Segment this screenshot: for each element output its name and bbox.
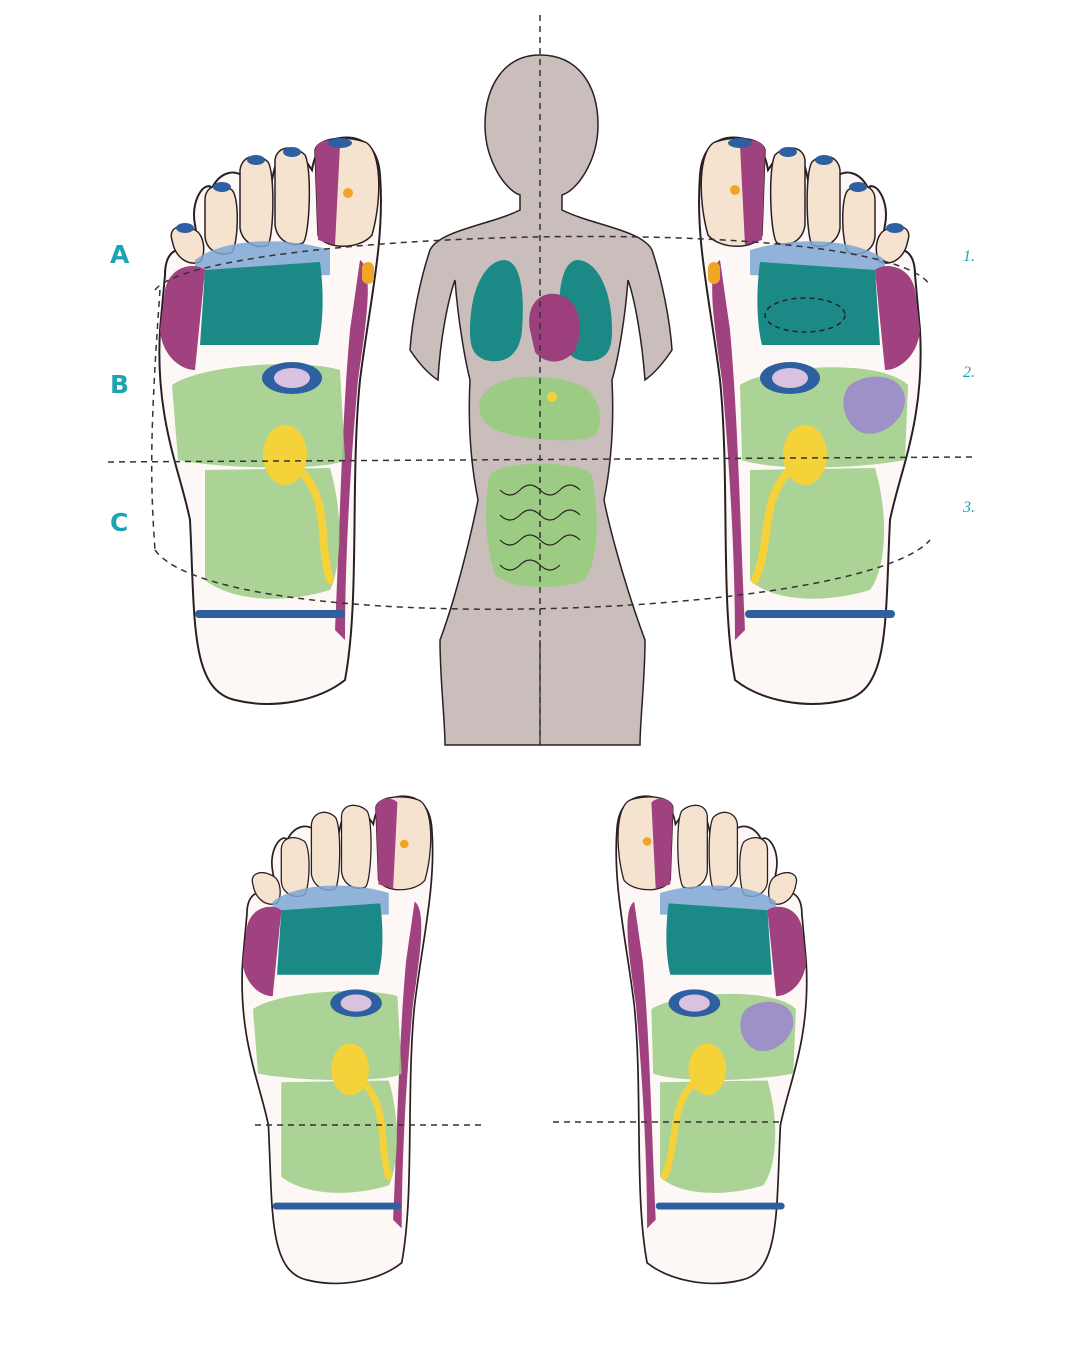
left-foot-sole-bottom [241,795,434,1285]
zone-number-1: 1. [963,248,975,265]
zone-label-a: A [110,240,130,269]
body-silhouette [409,54,673,746]
bottom-guide-lines [255,1121,783,1126]
zone-label-b: B [110,370,130,399]
right-foot-sole-top [698,136,922,705]
zone-number-2: 2. [963,364,975,381]
zone-guide-lines [107,15,973,745]
zone-label-c: C [110,508,129,537]
zone-number-3: 3. [963,499,975,516]
left-foot-sole-top [158,136,382,705]
right-foot-sole-bottom [615,795,808,1285]
